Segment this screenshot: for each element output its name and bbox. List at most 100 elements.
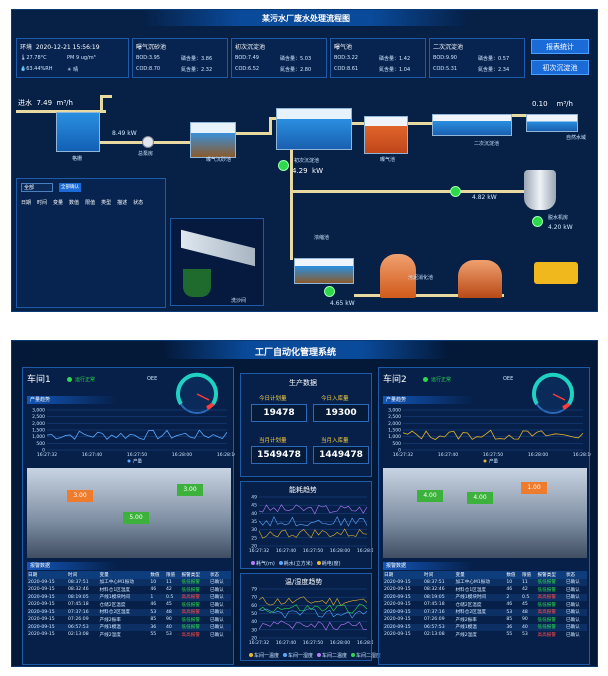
prod-value: 19478 bbox=[251, 404, 307, 422]
status-dot bbox=[423, 377, 428, 382]
table-cell: 2020-09-15 bbox=[384, 602, 411, 608]
table-cell: 2020-09-15 bbox=[383, 593, 423, 601]
digest-label: 污泥消化池 bbox=[408, 275, 434, 281]
fan-icon[interactable] bbox=[324, 286, 335, 297]
inflow-value: 7.49 bbox=[36, 99, 53, 107]
table-cell: 高高报警 bbox=[536, 593, 565, 601]
legend-marker bbox=[251, 561, 255, 565]
table-cell: 53 bbox=[505, 608, 521, 616]
x-tick-label: 16:28:10 bbox=[573, 452, 591, 458]
alarm-col-header: 限值 bbox=[164, 571, 181, 579]
pipe-segment bbox=[269, 117, 279, 120]
filter-select[interactable]: 全部 bbox=[21, 183, 53, 192]
table-cell: 已确认 bbox=[208, 608, 231, 616]
table-cell: 11 bbox=[520, 578, 537, 586]
table-cell: 2020-09-15 bbox=[28, 602, 55, 608]
sand-bin bbox=[183, 269, 211, 297]
y-tick-label: 0 bbox=[42, 448, 45, 454]
workshop2-box-1[interactable]: 1.00 bbox=[521, 482, 547, 494]
workshop1-box-3[interactable]: 5.00 bbox=[123, 512, 149, 524]
alarm-col-header: 报警类型 bbox=[536, 571, 565, 579]
primary-label: 初次沉淀池 bbox=[294, 158, 320, 164]
workshop1-box-1[interactable]: 3.00 bbox=[67, 490, 93, 502]
prod-item: 今日入库量 19300 bbox=[313, 394, 369, 432]
inflow-label: 进水 bbox=[18, 99, 32, 107]
workshop2-box-2[interactable]: 4.00 bbox=[417, 490, 443, 502]
humidity-icon: 💧 bbox=[20, 66, 27, 72]
wash-room-panel: 洗沙间 bbox=[170, 218, 264, 306]
info-n: 氮含量：2.34 bbox=[478, 67, 510, 73]
table-cell: 08:19:05 bbox=[66, 593, 99, 601]
x-tick-label: 16:27:50 bbox=[483, 452, 503, 458]
info-n: 氮含量：2.32 bbox=[181, 67, 213, 73]
y-tick-label: 2,500 bbox=[388, 414, 401, 420]
alarm-col-header: 状态 bbox=[564, 571, 587, 579]
legend-label: 产量 bbox=[489, 458, 498, 465]
fan-icon[interactable] bbox=[532, 216, 543, 227]
table-cell: 已确认 bbox=[564, 593, 587, 601]
y-tick-label: 40 bbox=[251, 511, 257, 517]
table-cell: 产线1模温 bbox=[98, 623, 150, 631]
table-cell: 产线1模块时间 bbox=[98, 593, 150, 601]
series-line bbox=[402, 429, 584, 440]
table-cell: 10 bbox=[505, 578, 521, 586]
confirm-all-button[interactable]: 全部确认 bbox=[59, 183, 81, 192]
pipe-segment bbox=[290, 150, 293, 260]
table-cell: 材料仓1区温度 bbox=[99, 587, 131, 593]
digest-tank-2 bbox=[458, 260, 502, 298]
report-button[interactable]: 报表统计 bbox=[531, 39, 589, 54]
env-pm-unit: ug/m³ bbox=[80, 55, 96, 61]
alarm-col-header: 数值 bbox=[149, 571, 165, 579]
table-cell: 36 bbox=[505, 623, 521, 631]
kw3-label: 4.65 kW bbox=[330, 300, 355, 307]
legend-label: 耗气(m) bbox=[256, 561, 275, 567]
production-title: 生产数据 bbox=[289, 379, 317, 387]
pipe-segment bbox=[100, 96, 103, 112]
legend-label: 车间一温度 bbox=[254, 653, 280, 659]
info-p: 磷含量：3.86 bbox=[181, 56, 213, 62]
table-cell: 2020-09-15 bbox=[383, 608, 423, 616]
workshop1-box-2[interactable]: 3.00 bbox=[177, 484, 203, 496]
table-cell: 90 bbox=[165, 617, 172, 623]
natural-water bbox=[526, 114, 578, 132]
table-cell: 45 bbox=[165, 602, 172, 608]
y-tick-label: 2,000 bbox=[32, 421, 45, 427]
primary-tank-button[interactable]: 初次沉淀池 bbox=[531, 60, 589, 75]
info-bod: BOD:3.95 bbox=[136, 55, 160, 61]
x-tick-label: 16:28:10 bbox=[217, 452, 235, 458]
pipe-segment bbox=[269, 118, 272, 134]
workshop2-box-3[interactable]: 4.00 bbox=[467, 492, 493, 504]
digest-tank-1 bbox=[380, 254, 416, 298]
x-tick-label: 16:28:00 bbox=[330, 548, 350, 554]
info-box-title: 曝气池 bbox=[334, 44, 353, 51]
y-tick-label: 50 bbox=[251, 611, 257, 617]
table-cell: 08:19:05 bbox=[422, 593, 455, 601]
prod-value: 1449478 bbox=[313, 446, 369, 464]
table-cell: 85 bbox=[506, 617, 513, 623]
table-cell: 53 bbox=[149, 608, 165, 616]
fan-icon[interactable] bbox=[278, 160, 289, 171]
table-cell: 已确认 bbox=[565, 587, 580, 593]
table-cell: 低低报警 bbox=[536, 578, 565, 586]
prod-item: 当月入库量 1449478 bbox=[313, 436, 369, 474]
fan-icon[interactable] bbox=[450, 186, 461, 197]
